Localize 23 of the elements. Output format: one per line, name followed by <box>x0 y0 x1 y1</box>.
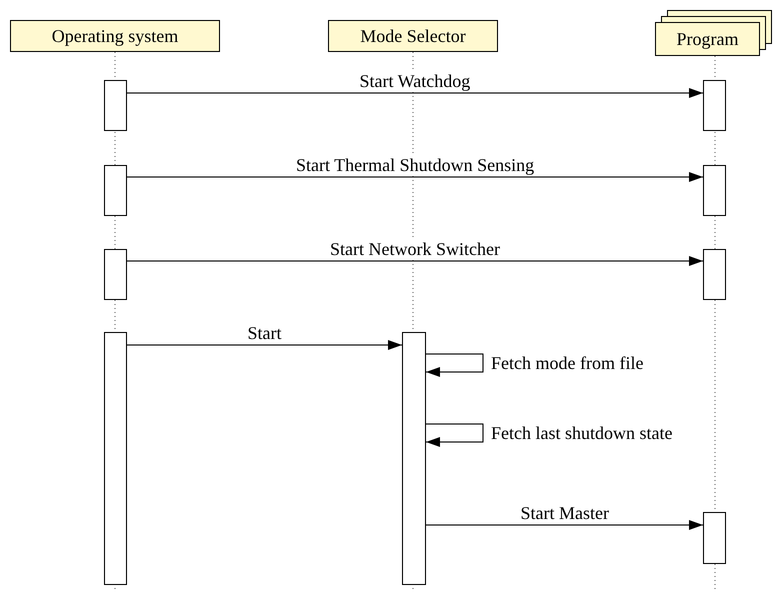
participant-box: Mode Selector <box>328 20 498 52</box>
activation-bar <box>703 80 726 131</box>
activation-bar <box>104 249 127 300</box>
message-arrow <box>126 340 402 350</box>
participant-box: Operating system <box>10 20 220 52</box>
participant-stack <box>655 10 775 56</box>
message-arrow <box>426 424 484 447</box>
message-arrow <box>426 520 704 530</box>
message-label: Start Thermal Shutdown Sensing <box>294 155 536 175</box>
message-arrow <box>126 256 704 266</box>
message-arrow <box>126 172 704 182</box>
message-label: Start Watchdog <box>358 71 472 91</box>
participant-name: Program <box>676 28 740 51</box>
activation-bar <box>703 249 726 300</box>
activation-bar <box>104 332 127 585</box>
message-arrow <box>126 88 704 98</box>
message-arrow <box>426 354 484 377</box>
activation-bar <box>703 512 726 564</box>
message-label: Start Network Switcher <box>328 239 502 259</box>
activation-bar <box>104 80 127 131</box>
activation-bar <box>703 165 726 216</box>
activation-bar <box>104 165 127 216</box>
activation-bar <box>402 332 426 585</box>
